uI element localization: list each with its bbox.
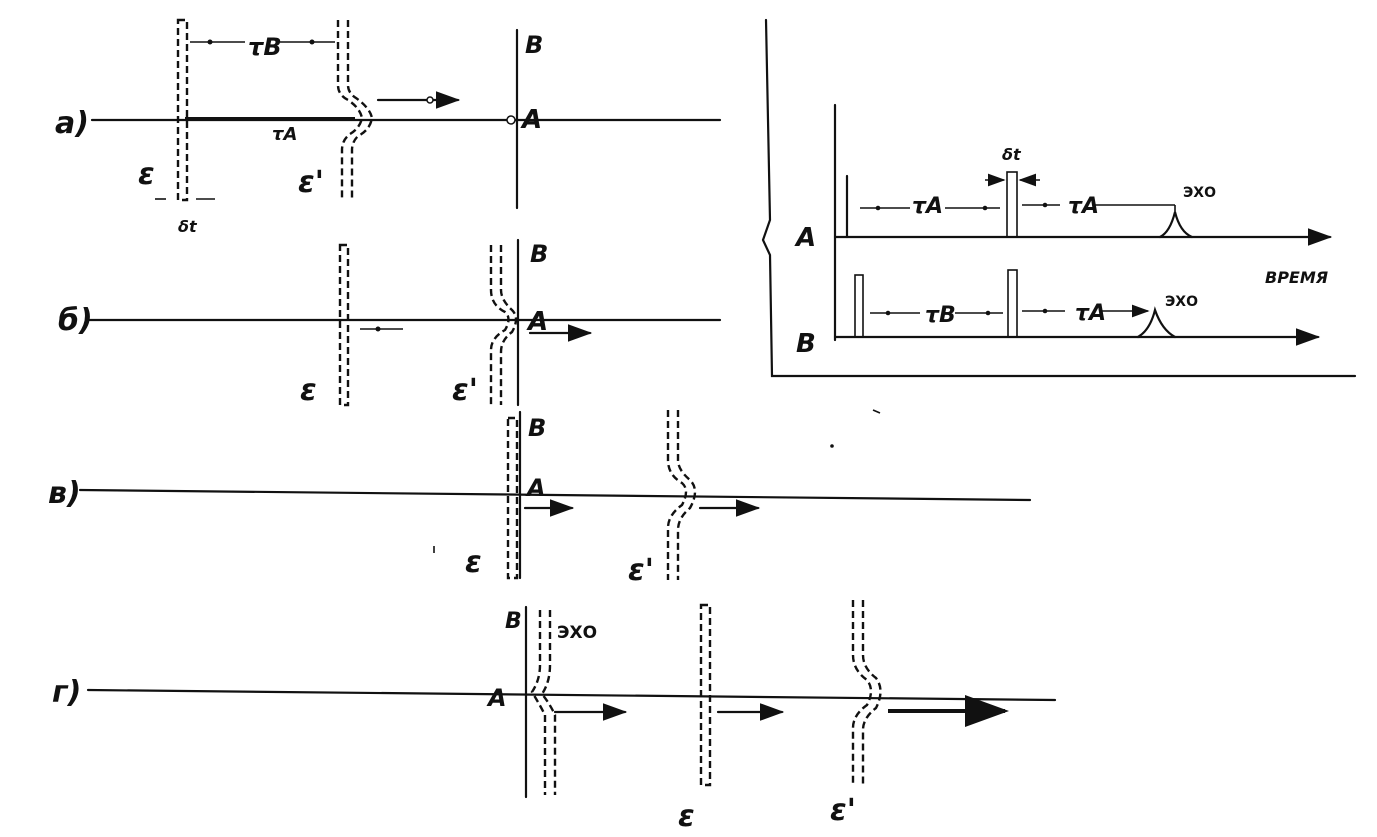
inset-row-a-tau-2: τA — [1068, 194, 1099, 219]
panel-d-wavefront-e-prime — [851, 600, 873, 785]
panel-b-wavefront-e-prime — [489, 245, 510, 405]
inset-row-b-tau-b: τB — [925, 303, 956, 328]
panel-d-point-a: A — [486, 684, 507, 712]
panel-b-dot — [375, 326, 381, 332]
panel-d-axis — [86, 688, 1057, 702]
panel-c-e-prime-label: ε' — [628, 553, 654, 588]
panel-d-echo-front — [530, 610, 547, 795]
panel-b-point-a: A — [526, 307, 548, 337]
inset-row-a-echo-peak — [1158, 211, 1194, 239]
inset-row-a-tau-1: τA — [912, 194, 943, 219]
panel-a-point-a-marker — [506, 115, 516, 125]
timing-inset: A τA τA ЭХО δt ВРЕМЯ B τB τA — [761, 18, 1357, 378]
panel-a-dot — [207, 39, 213, 45]
stray-mark — [830, 444, 834, 448]
panel-a-wavefront-e-prime-inner — [346, 20, 374, 200]
inset-row-a-label: A — [794, 223, 816, 253]
panel-a-delta-t: δt — [178, 217, 198, 236]
panel-a-e-label: ε — [138, 157, 155, 192]
panel-a-label: a) — [55, 106, 89, 141]
panel-a-tau-a: τA — [272, 124, 297, 145]
panel-b-wavefront-e-prime-inner — [499, 245, 518, 405]
panel-c-axis — [78, 488, 1032, 502]
panel-b-e-label: ε — [300, 373, 317, 408]
panel-a-wavefront-e-prime — [336, 20, 364, 200]
panel-a-e-prime-label: ε' — [298, 165, 324, 200]
panel-a-tau-b: τB — [248, 33, 282, 61]
panel-a-point-a: A — [520, 105, 542, 135]
panel-d-e-prime-label: ε' — [830, 793, 856, 828]
panel-c-label: в) — [48, 476, 81, 511]
inset-row-b-echo-label: ЭХО — [1165, 294, 1198, 310]
stray-mark — [872, 409, 881, 414]
panel-c-wavefront-e — [506, 416, 519, 580]
panel-a: a) τB τA A B ε ε' δt — [55, 18, 722, 236]
inset-dot — [1042, 308, 1048, 314]
panel-a-dot — [309, 39, 315, 45]
panel-a-wavefront-e — [176, 18, 189, 202]
inset-dot — [885, 310, 891, 316]
inset-dot — [875, 205, 881, 211]
panel-d-wavefront-e-prime-inner — [861, 600, 882, 785]
panel-c-e-label: ε — [465, 545, 482, 580]
panel-b-wavefront-e — [338, 243, 350, 407]
panel-d-point-b: B — [505, 609, 522, 634]
inset-row-b-echo-peak — [1136, 306, 1177, 339]
inset-time-axis-label: ВРЕМЯ — [1265, 268, 1328, 287]
panel-c-wavefront-e-prime — [666, 410, 688, 580]
inset-row-b-pulse-2 — [1007, 269, 1018, 338]
inset-frame — [761, 18, 1357, 378]
inset-delta-t: δt — [1002, 145, 1022, 164]
inset-row-b-pulse-1 — [854, 274, 864, 338]
inset-row-a-pulse-2 — [1006, 171, 1018, 238]
panel-a-marker — [426, 96, 434, 104]
panel-b-e-prime-label: ε' — [452, 373, 478, 408]
panel-c: в) A B ε ε' — [48, 410, 1032, 588]
inset-dot — [1042, 202, 1048, 208]
inset-dot — [985, 310, 991, 316]
panel-b-label: б) — [58, 303, 93, 338]
inset-row-b-tau-a: τA — [1075, 301, 1106, 326]
panel-b-point-b: B — [530, 240, 548, 268]
panel-a-point-b: B — [525, 31, 543, 59]
panel-b: б) A B ε ε' — [58, 238, 722, 408]
panel-d-label: г) — [52, 675, 81, 710]
inset-row-b-label: B — [796, 329, 816, 359]
panel-d: г) A B ЭХО ε ε' — [52, 600, 1057, 834]
panel-c-point-a: A — [525, 474, 546, 502]
panel-d-wavefront-e — [699, 603, 712, 787]
inset-row-a-echo-label: ЭХО — [1183, 185, 1216, 201]
panel-c-point-b: B — [528, 414, 546, 442]
inset-dot — [982, 205, 988, 211]
panel-d-echo-label: ЭХО — [557, 623, 597, 643]
panel-d-e-label: ε — [678, 799, 695, 834]
panel-d-echo-front-inner — [540, 610, 557, 795]
panel-c-wavefront-e-prime-inner — [676, 410, 697, 580]
